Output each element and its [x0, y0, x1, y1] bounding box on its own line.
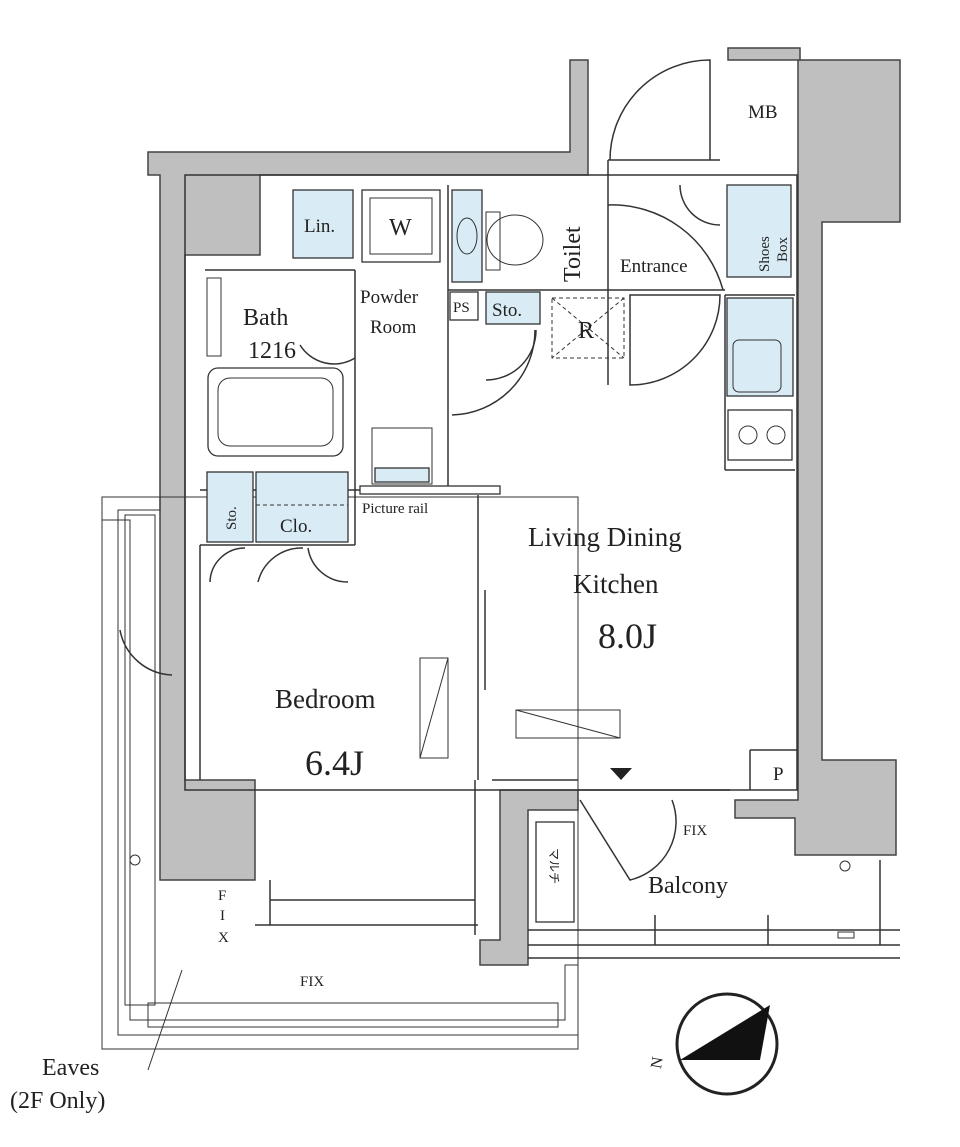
bath-size: 1216 [248, 338, 296, 364]
ps-box [449, 291, 479, 321]
storage-left [206, 471, 254, 543]
fix-side-f: F [218, 888, 226, 904]
bedroom-label: Bedroom [275, 684, 376, 714]
powder-room-line1: Powder [360, 287, 419, 308]
fix-bottom-label: FIX [300, 974, 324, 990]
linen-cabinet [292, 189, 354, 259]
doors [119, 59, 724, 881]
balcony-label: Balcony [648, 873, 728, 899]
fix-side-i: I [220, 908, 225, 924]
storage-top [485, 291, 541, 325]
sink-counter [726, 297, 794, 397]
closet-label: Clo. [280, 516, 312, 537]
multi-box [535, 821, 575, 923]
ldk-size: 8.0J [598, 616, 657, 656]
compass-icon: N [648, 992, 779, 1096]
washer-label: W [389, 215, 412, 241]
bath-label: Bath [243, 305, 288, 331]
ps-label: PS [453, 300, 470, 316]
shoes-box-line1: Shoes [757, 236, 773, 272]
ldk-label-line1: Living Dining [528, 522, 682, 552]
svg-text:N: N [648, 1055, 667, 1070]
storage-left-label: Sto. [224, 506, 240, 530]
toilet-bowl [486, 214, 544, 266]
entrance-label: Entrance [620, 256, 688, 277]
refrigerator-space [551, 297, 625, 359]
mb-label: MB [748, 102, 778, 123]
fix-balcony-label: FIX [683, 823, 707, 839]
linen-label: Lin. [304, 216, 335, 237]
washer [361, 189, 441, 263]
labels: Living Dining Kitchen 8.0J Bedroom 6.4J … [10, 102, 791, 1114]
picture-rail-label: Picture rail [362, 501, 428, 517]
refrigerator-label: R [578, 318, 594, 344]
storage-top-label: Sto. [492, 300, 522, 321]
toilet-label: Toilet [560, 226, 586, 282]
fix-side-x: X [218, 930, 229, 946]
cooktop [727, 409, 793, 461]
multi-label: マルチ [547, 848, 561, 884]
powder-room-line2: Room [370, 317, 417, 338]
balcony-rail [528, 860, 900, 959]
ldk-label-line2: Kitchen [573, 569, 659, 599]
bedroom-size: 6.4J [305, 743, 364, 783]
closet [255, 471, 349, 543]
bathtub [207, 367, 344, 457]
interior-lines [184, 159, 798, 935]
eaves-label-line2: (2F Only) [10, 1088, 105, 1114]
p-label: P [773, 764, 784, 785]
eaves-label-line1: Eaves [42, 1055, 99, 1081]
shoes-box [726, 184, 792, 278]
shoes-box-line2: Box [775, 236, 791, 262]
fixtures [206, 184, 794, 923]
